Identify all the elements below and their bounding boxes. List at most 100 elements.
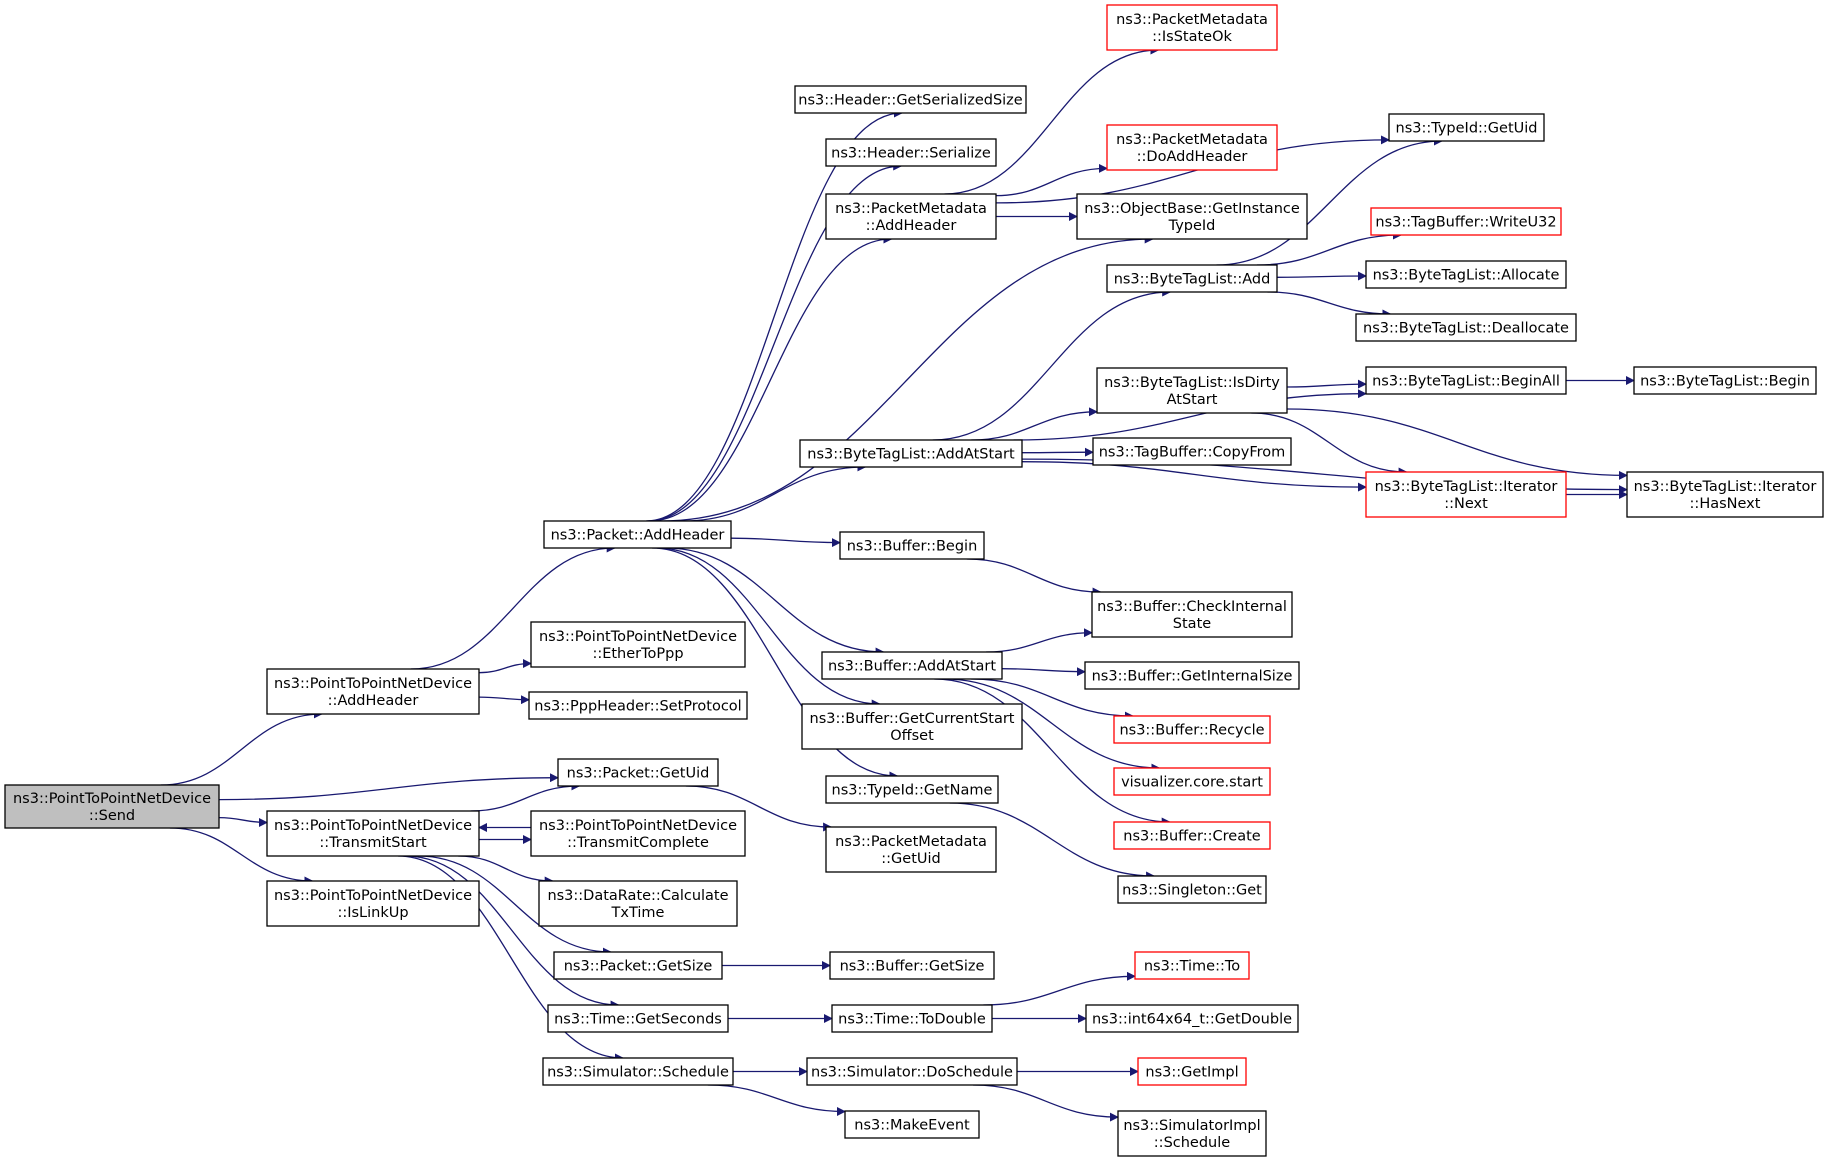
node-time-getseconds[interactable]: ns3::Time::GetSeconds	[547, 1004, 729, 1033]
node-btl-iter-hasnext[interactable]: ns3::ByteTagList::Iterator::HasNext	[1626, 471, 1824, 518]
node-simimpl-schedule[interactable]: ns3::SimulatorImpl::Schedule	[1117, 1110, 1267, 1157]
node-makeevent[interactable]: ns3::MakeEvent	[844, 1110, 980, 1139]
node-btl-deallocate[interactable]: ns3::ByteTagList::Deallocate	[1355, 313, 1577, 342]
node-box[interactable]	[1113, 767, 1271, 796]
node-box[interactable]	[557, 758, 719, 787]
node-box[interactable]	[530, 810, 746, 857]
node-box[interactable]	[1085, 1004, 1299, 1033]
node-btl-add[interactable]: ns3::ByteTagList::Add	[1106, 264, 1278, 293]
node-box[interactable]	[1076, 193, 1308, 240]
node-box[interactable]	[538, 880, 738, 927]
node-box[interactable]	[1106, 4, 1278, 51]
node-send[interactable]: ns3::PointToPointNetDevice::Send	[4, 784, 220, 829]
node-box[interactable]	[1091, 591, 1293, 638]
node-box[interactable]	[266, 810, 480, 857]
node-box[interactable]	[547, 1004, 729, 1033]
node-ethertoppp[interactable]: ns3::PointToPointNetDevice::EtherToPpp	[530, 621, 746, 668]
node-buffer-getsize[interactable]: ns3::Buffer::GetSize	[829, 951, 995, 980]
node-packet-addheader[interactable]: ns3::Packet::AddHeader	[543, 520, 732, 549]
node-buffer-create[interactable]: ns3::Buffer::Create	[1113, 821, 1271, 850]
node-box[interactable]	[821, 651, 1003, 680]
node-btl-beginall[interactable]: ns3::ByteTagList::BeginAll	[1365, 366, 1567, 395]
node-box[interactable]	[1365, 366, 1567, 395]
node-getimpl[interactable]: ns3::GetImpl	[1137, 1057, 1247, 1086]
node-box[interactable]	[1137, 1057, 1247, 1086]
node-header-serialize[interactable]: ns3::Header::Serialize	[825, 138, 997, 167]
node-tagbuffer-copyfrom[interactable]: ns3::TagBuffer::CopyFrom	[1092, 437, 1292, 466]
node-typeid-getname[interactable]: ns3::TypeId::GetName	[825, 775, 999, 804]
node-box[interactable]	[844, 1110, 980, 1139]
node-box[interactable]	[1626, 471, 1824, 518]
node-singleton-get[interactable]: ns3::Singleton::Get	[1117, 875, 1267, 904]
node-buffer-addatstart[interactable]: ns3::Buffer::AddAtStart	[821, 651, 1003, 680]
node-box[interactable]	[542, 1057, 734, 1086]
node-box[interactable]	[1117, 875, 1267, 904]
node-box[interactable]	[1113, 715, 1271, 744]
node-btl-begin[interactable]: ns3::ByteTagList::Begin	[1633, 366, 1817, 395]
node-box[interactable]	[794, 85, 1027, 114]
node-box[interactable]	[829, 951, 995, 980]
node-transmitcomplete[interactable]: ns3::PointToPointNetDevice::TransmitComp…	[530, 810, 746, 857]
node-btl-addatstart[interactable]: ns3::ByteTagList::AddAtStart	[799, 439, 1023, 468]
node-box[interactable]	[825, 775, 999, 804]
node-header-getsersize[interactable]: ns3::Header::GetSerializedSize	[794, 85, 1027, 114]
node-btl-allocate[interactable]: ns3::ByteTagList::Allocate	[1365, 260, 1567, 289]
node-sim-schedule[interactable]: ns3::Simulator::Schedule	[542, 1057, 734, 1086]
node-sim-doschedule[interactable]: ns3::Simulator::DoSchedule	[806, 1057, 1018, 1086]
node-pm-getuid[interactable]: ns3::PacketMetadata::GetUid	[825, 826, 997, 873]
node-box[interactable]	[1096, 367, 1288, 414]
node-buffer-getinternalsize[interactable]: ns3::Buffer::GetInternalSize	[1084, 661, 1300, 690]
node-box[interactable]	[1113, 821, 1271, 850]
node-p2p-addheader[interactable]: ns3::PointToPointNetDevice::AddHeader	[266, 668, 480, 715]
node-box[interactable]	[1134, 951, 1250, 980]
node-box[interactable]	[530, 621, 746, 668]
node-box[interactable]	[1084, 661, 1300, 690]
node-box[interactable]	[543, 520, 732, 549]
node-viz-start[interactable]: visualizer.core.start	[1113, 767, 1271, 796]
node-box[interactable]	[553, 951, 723, 980]
node-box[interactable]	[1365, 471, 1567, 518]
node-box[interactable]	[266, 668, 480, 715]
node-buffer-recycle[interactable]: ns3::Buffer::Recycle	[1113, 715, 1271, 744]
node-pm-addheader[interactable]: ns3::PacketMetadata::AddHeader	[825, 193, 997, 240]
node-box[interactable]	[1106, 124, 1278, 171]
node-buffer-begin[interactable]: ns3::Buffer::Begin	[839, 531, 985, 560]
node-box[interactable]	[1388, 113, 1545, 142]
node-box[interactable]	[801, 703, 1023, 750]
node-box[interactable]	[799, 439, 1023, 468]
node-islinkup[interactable]: ns3::PointToPointNetDevice::IsLinkUp	[266, 880, 480, 927]
node-btl-iter-next[interactable]: ns3::ByteTagList::Iterator::Next	[1365, 471, 1567, 518]
node-box[interactable]	[266, 880, 480, 927]
node-time-to[interactable]: ns3::Time::To	[1134, 951, 1250, 980]
node-box[interactable]	[1106, 264, 1278, 293]
node-box[interactable]	[4, 784, 220, 829]
node-box[interactable]	[806, 1057, 1018, 1086]
node-tagbuffer-writeu32[interactable]: ns3::TagBuffer::WriteU32	[1370, 207, 1562, 236]
node-box[interactable]	[825, 193, 997, 240]
node-box[interactable]	[1092, 437, 1292, 466]
node-packet-getsize[interactable]: ns3::Packet::GetSize	[553, 951, 723, 980]
node-box[interactable]	[825, 138, 997, 167]
node-pm-doaddheader[interactable]: ns3::PacketMetadata::DoAddHeader	[1106, 124, 1278, 171]
node-typeid-getuid[interactable]: ns3::TypeId::GetUid	[1388, 113, 1545, 142]
node-setprotocol[interactable]: ns3::PppHeader::SetProtocol	[528, 691, 748, 720]
node-box[interactable]	[831, 1004, 993, 1033]
node-box[interactable]	[825, 826, 997, 873]
node-box[interactable]	[1633, 366, 1817, 395]
node-int64-getdouble[interactable]: ns3::int64x64_t::GetDouble	[1085, 1004, 1299, 1033]
node-transmitstart[interactable]: ns3::PointToPointNetDevice::TransmitStar…	[266, 810, 480, 857]
node-box[interactable]	[528, 691, 748, 720]
node-box[interactable]	[1370, 207, 1562, 236]
node-pm-isstateok[interactable]: ns3::PacketMetadata::IsStateOk	[1106, 4, 1278, 51]
node-box[interactable]	[839, 531, 985, 560]
node-box[interactable]	[1365, 260, 1567, 289]
node-time-todouble[interactable]: ns3::Time::ToDouble	[831, 1004, 993, 1033]
node-box[interactable]	[1117, 1110, 1267, 1157]
node-box[interactable]	[1355, 313, 1577, 342]
node-packet-getuid[interactable]: ns3::Packet::GetUid	[557, 758, 719, 787]
